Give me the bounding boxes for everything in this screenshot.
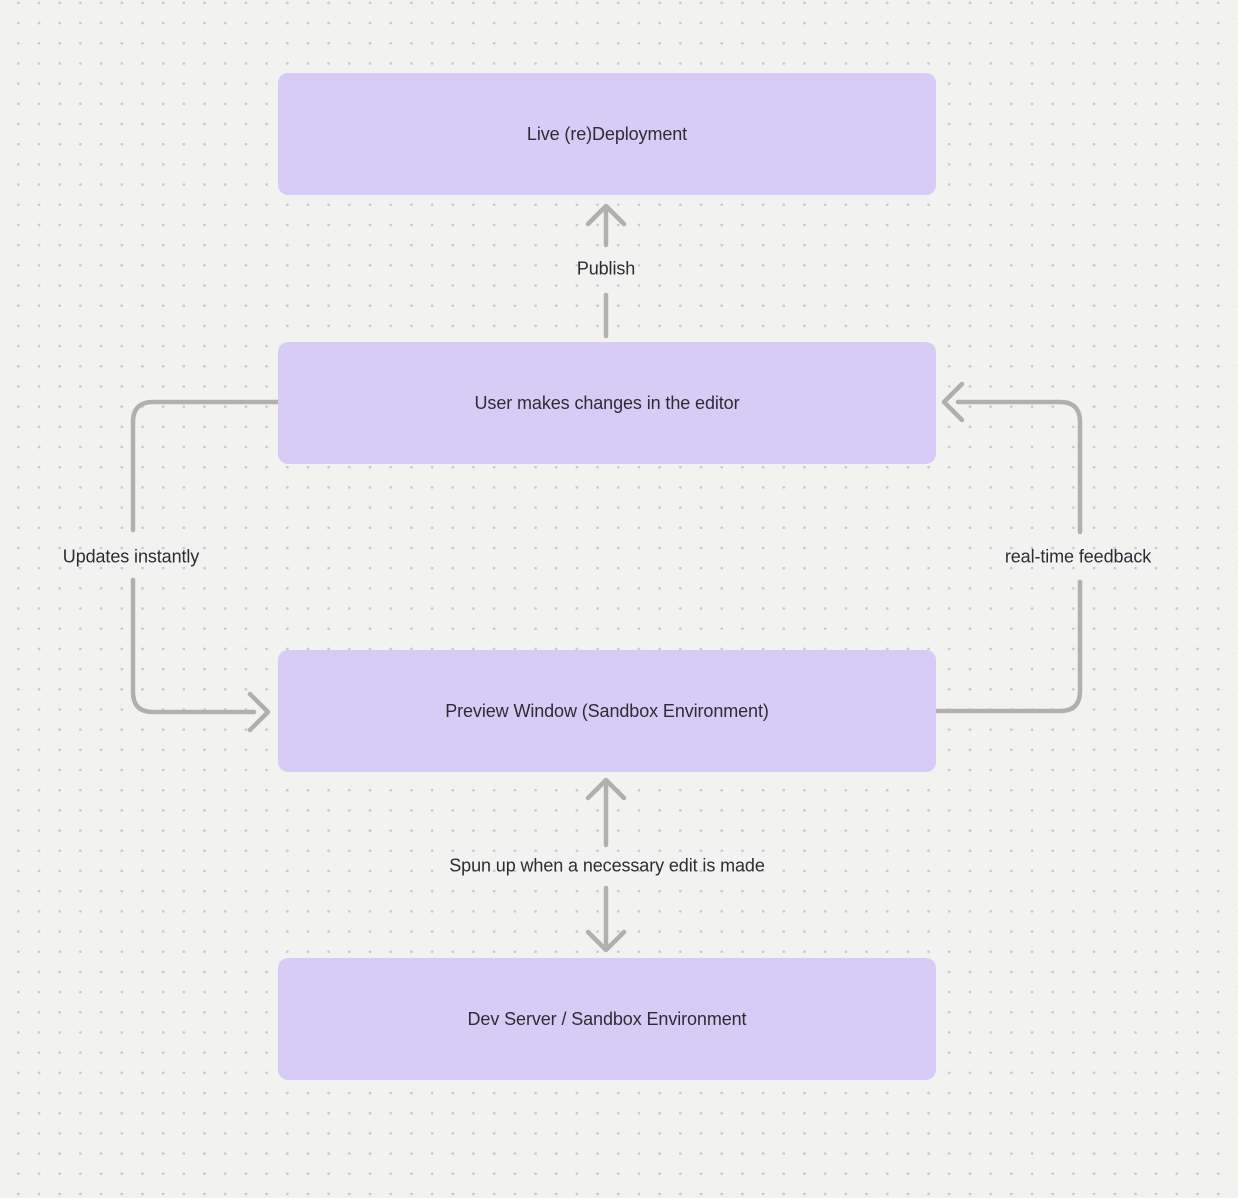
updates-instantly-arrow-upper — [130, 399, 281, 533]
flow-node-editor-changes: User makes changes in the editor — [278, 342, 936, 464]
edge-label-spun-up: Spun up when a necessary edit is made — [449, 855, 765, 876]
updates-instantly-arrow-lower — [130, 577, 271, 733]
flow-node-label: Dev Server / Sandbox Environment — [467, 1008, 747, 1029]
flow-node-label: Live (re)Deployment — [526, 123, 688, 144]
edge-label-realtime-feedback: real-time feedback — [1004, 546, 1152, 567]
realtime-feedback-arrow-upper — [941, 381, 1083, 535]
edge-label-updates-instantly: Updates instantly — [62, 546, 200, 567]
realtime-feedback-arrow-lower — [933, 579, 1083, 714]
spun-up-arrow-to-devserver — [585, 885, 627, 953]
flow-node-preview-window: Preview Window (Sandbox Environment) — [278, 650, 936, 772]
flow-node-label: User makes changes in the editor — [474, 392, 740, 413]
spun-up-arrow-to-preview — [585, 777, 627, 848]
publish-arrow-head-segment — [585, 203, 627, 248]
flow-node-live-deployment: Live (re)Deployment — [278, 73, 936, 195]
flow-node-label: Preview Window (Sandbox Environment) — [445, 700, 769, 721]
flow-node-dev-server: Dev Server / Sandbox Environment — [278, 958, 936, 1080]
edge-label-publish: Publish — [576, 258, 636, 279]
